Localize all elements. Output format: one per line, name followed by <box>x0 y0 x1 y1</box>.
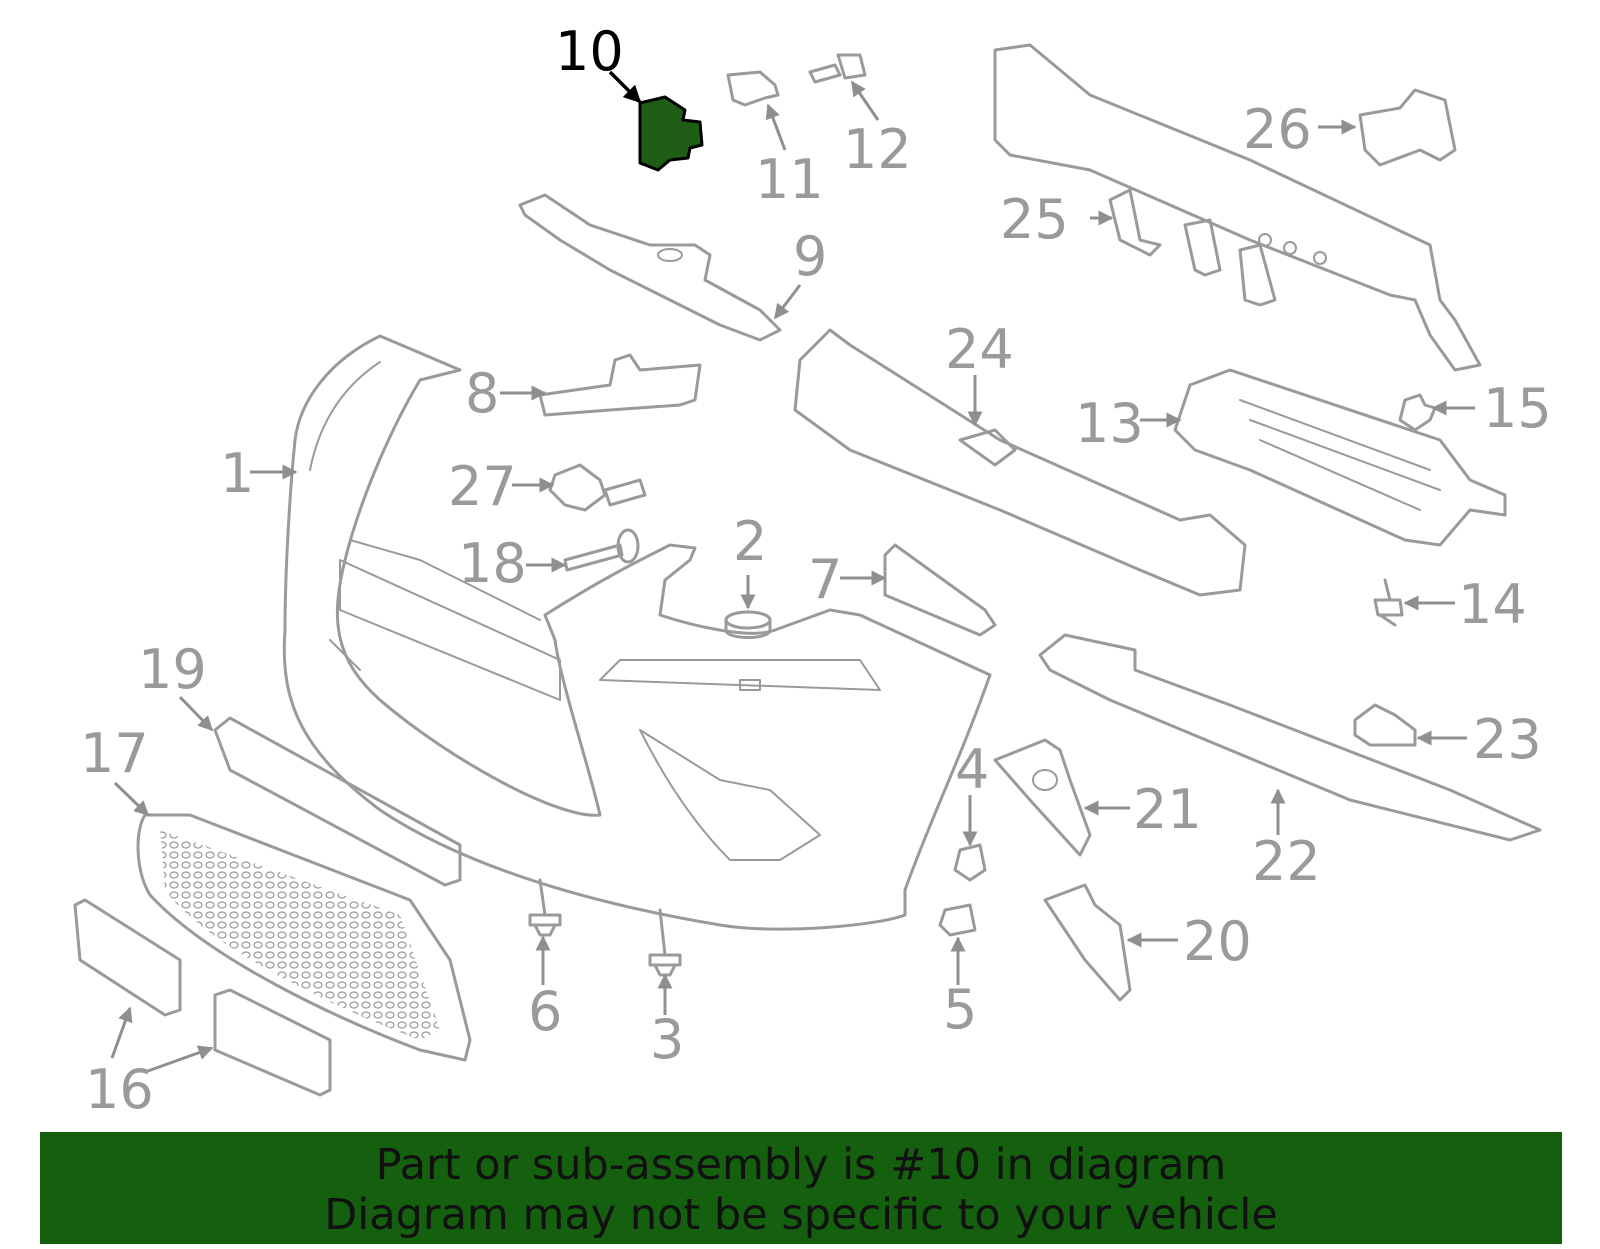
part-22-lower-bar <box>1038 633 1542 842</box>
part-19-reinforcement <box>213 716 462 887</box>
part-20-bracket <box>1043 883 1132 1002</box>
leader-10 <box>608 70 642 104</box>
leader-16a <box>110 1006 133 1059</box>
part-15-clip <box>1398 393 1437 432</box>
leader-17 <box>113 781 150 817</box>
part-2-grommet <box>724 610 772 639</box>
part-9-retainer <box>518 193 782 342</box>
callout-24: 24 <box>945 318 1014 381</box>
callout-21: 21 <box>1133 778 1202 841</box>
callout-labels: 10 11 12 9 8 1 27 18 2 7 24 25 26 13 15 … <box>80 20 1552 1121</box>
part-25-reinforcement-beam <box>993 43 1482 372</box>
part-27-sensor <box>548 463 647 512</box>
callout-4: 4 <box>955 738 989 801</box>
part-10-bracket-highlighted <box>638 95 704 172</box>
part-6-clip <box>528 878 562 937</box>
callout-6: 6 <box>528 980 562 1043</box>
callout-22: 22 <box>1252 830 1321 893</box>
callout-18: 18 <box>458 532 527 595</box>
part-1-bumper-cover <box>282 334 992 931</box>
part-26-mount <box>1358 88 1457 167</box>
part-4-clip <box>953 843 987 882</box>
callout-1: 1 <box>220 442 254 505</box>
callout-23: 23 <box>1473 708 1542 771</box>
callout-11: 11 <box>755 148 824 211</box>
banner-line-2: Diagram may not be specific to your vehi… <box>324 1190 1278 1240</box>
info-banner: Part or sub-assembly is #10 in diagram D… <box>40 1132 1562 1244</box>
callout-5: 5 <box>943 978 977 1041</box>
callout-19: 19 <box>138 638 207 701</box>
callout-14: 14 <box>1458 573 1527 636</box>
callout-27: 27 <box>448 455 517 518</box>
part-13-absorber <box>1173 368 1507 547</box>
part-5-clip <box>938 903 977 937</box>
part-18-screw <box>563 528 640 572</box>
callout-12: 12 <box>843 118 912 181</box>
part-16-plate-bracket <box>73 898 332 1097</box>
callout-7: 7 <box>808 548 842 611</box>
leader-19 <box>178 695 214 732</box>
part-21-bracket <box>993 738 1092 857</box>
part-8-bracket <box>538 353 702 417</box>
leader-lines <box>110 70 1475 1074</box>
callout-3: 3 <box>650 1008 684 1071</box>
callout-16: 16 <box>85 1058 154 1121</box>
banner-line-1: Part or sub-assembly is #10 in diagram <box>375 1140 1227 1190</box>
part-14-bolt <box>1373 578 1404 627</box>
leader-12 <box>850 80 880 121</box>
part-17-grille <box>136 813 472 1062</box>
part-23-clip <box>1353 703 1417 747</box>
callout-25: 25 <box>1000 188 1069 251</box>
part-12-bolt <box>808 53 867 84</box>
callout-10: 10 <box>555 20 624 83</box>
callout-20: 20 <box>1183 910 1252 973</box>
part-24-absorber-beam <box>793 328 1247 597</box>
callout-13: 13 <box>1075 392 1144 455</box>
part-3-clip <box>648 908 682 977</box>
callout-17: 17 <box>80 722 149 785</box>
part-7-bracket <box>883 543 997 637</box>
callout-2: 2 <box>733 510 767 573</box>
part-11-clip <box>726 70 780 107</box>
leader-11 <box>765 103 787 151</box>
callout-26: 26 <box>1243 98 1312 161</box>
callout-9: 9 <box>793 225 827 288</box>
leader-16b <box>144 1045 214 1074</box>
callout-8: 8 <box>465 362 499 425</box>
callout-15: 15 <box>1483 377 1552 440</box>
leader-9 <box>773 284 802 320</box>
